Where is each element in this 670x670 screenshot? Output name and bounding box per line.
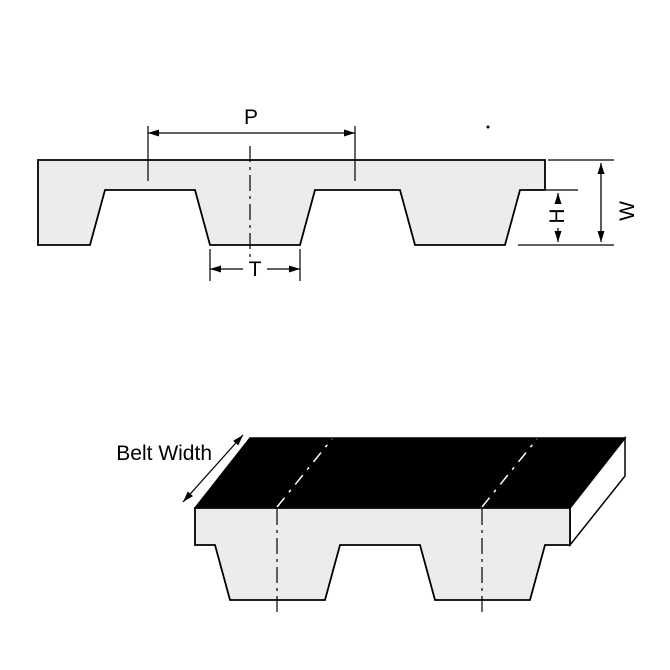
belt-top-face (193, 437, 627, 509)
belt-thickness-label: W (616, 201, 639, 221)
tooth-width-label-mask (243, 257, 267, 280)
tooth-width-dimension: T (209, 249, 301, 281)
belt-width-label: Belt Width (116, 442, 212, 465)
pitch-dimension: P (147, 106, 356, 181)
stray-mark (486, 125, 490, 129)
belt-cross-section-view: P T H W (37, 106, 639, 281)
tooth-width-label: T (249, 258, 262, 281)
tooth-height-label-mask (546, 204, 569, 228)
belt-width-arrow (182, 434, 244, 503)
pitch-label: P (244, 106, 258, 129)
tooth-height-dimension: H (528, 189, 578, 242)
belt-thickness-dimension: W (518, 159, 639, 246)
belt-profile-shape (37, 159, 546, 246)
belt-front-face (194, 507, 571, 601)
belt-isometric-view: Belt Width (116, 434, 627, 614)
tooth-height-label: H (546, 208, 569, 223)
